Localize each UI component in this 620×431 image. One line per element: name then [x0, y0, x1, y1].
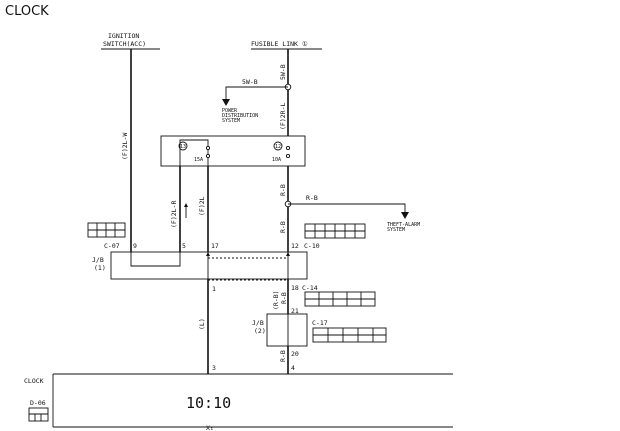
pin-20: 20	[291, 350, 299, 358]
wire-to-power-distribution	[225, 86, 288, 100]
fusible-link-label: FUSIBLE LINK ①	[251, 40, 308, 48]
connector-d06-icon	[28, 407, 49, 422]
ignition-switch-label-1: IGNITION	[108, 32, 139, 40]
pin-3: 3	[212, 364, 216, 372]
fuse-13-marker	[178, 141, 188, 151]
power-distribution-label-1: POWER	[222, 108, 238, 114]
fuse-12-terminal-top	[285, 145, 291, 151]
fuse-13-rating: 15A	[194, 157, 203, 163]
theft-alarm-label-2: SYSTEM	[387, 227, 405, 233]
jb2-label-1: J/B	[252, 319, 264, 327]
pin-18: 18	[291, 284, 299, 292]
jb1-pin-marker-17	[206, 252, 210, 256]
connector-c14-label: C-14	[302, 284, 318, 292]
wire-label-r-b-branch: R-B	[306, 194, 318, 202]
wire-label-2l-w: (F)2L-W	[121, 133, 129, 160]
theft-alarm-label-1: THEFT-ALARM	[387, 222, 420, 228]
pin-1: 1	[212, 285, 216, 293]
jb1-label-2: (1)	[94, 264, 106, 272]
clock-component-label: CLOCK	[24, 377, 44, 385]
jb1-pin-marker-12	[286, 252, 290, 256]
diagram-title: CLOCK	[5, 4, 49, 19]
wire-label-r-b-bottom: R-B	[279, 350, 287, 362]
pin-4: 4	[291, 364, 295, 372]
wire-to-theft-alarm	[288, 203, 406, 213]
connector-d06-label: D-06	[30, 399, 46, 407]
junction-block-1	[110, 251, 308, 280]
wire-label-2l: (F)2L	[198, 196, 206, 216]
ignition-switch-label-2: SWITCH(ACC)	[103, 40, 146, 48]
fuse-13-number: 13	[180, 144, 186, 150]
connector-c10-label: C-10	[304, 242, 320, 250]
pin-21: 21	[291, 307, 299, 315]
fuse-13-terminal-top	[205, 145, 211, 151]
wire-label-r-b-lower: R-B	[279, 221, 287, 233]
pin-9: 9	[133, 242, 137, 250]
arrow-power-distribution	[222, 99, 230, 106]
connector-c17-label: C-17	[312, 319, 328, 327]
fuse-12-number: 12	[275, 144, 281, 150]
arrow-theft-alarm	[401, 212, 409, 219]
wire-label-2r-l: (F)2R-L	[279, 103, 287, 130]
wire-label-2l-r: (F)2L-R	[170, 201, 178, 228]
wire-label-r-b-upper: R-B	[279, 184, 287, 196]
fuse-12-rating: 10A	[272, 157, 281, 163]
clock-bottom-label: X₁	[206, 424, 214, 431]
connector-c07-label: C-07	[104, 242, 120, 250]
fuse-12-marker	[273, 141, 283, 151]
clock-display: 10:10	[186, 394, 231, 412]
power-distribution-label-2: DISTRIBUTION	[222, 113, 258, 119]
pin-12: 12	[291, 242, 299, 250]
wire-label-r-b-mid: R-B	[280, 292, 288, 304]
power-distribution-label-3: SYSTEM	[222, 118, 240, 124]
wire-label-l: (L)	[198, 318, 206, 330]
current-direction-arrow	[184, 203, 188, 207]
wire-label-5w-b: 5W-B	[279, 64, 287, 80]
fuse-block	[160, 135, 306, 167]
fuse-12-terminal-bottom	[285, 153, 291, 159]
junction-block-2	[266, 313, 308, 347]
wire-label-5w-b-branch: 5W-B	[242, 78, 258, 86]
fuse-13-terminal-bottom	[205, 153, 211, 159]
wire-label-r-b-paren: (R-B)	[272, 290, 280, 310]
jb1-label-1: J/B	[92, 256, 104, 264]
fuse-13-link	[179, 139, 209, 166]
pin-17: 17	[211, 242, 219, 250]
pin-5: 5	[182, 242, 186, 250]
jb2-label-2: (2)	[254, 327, 266, 335]
jb1-internal-link-a	[130, 252, 181, 267]
